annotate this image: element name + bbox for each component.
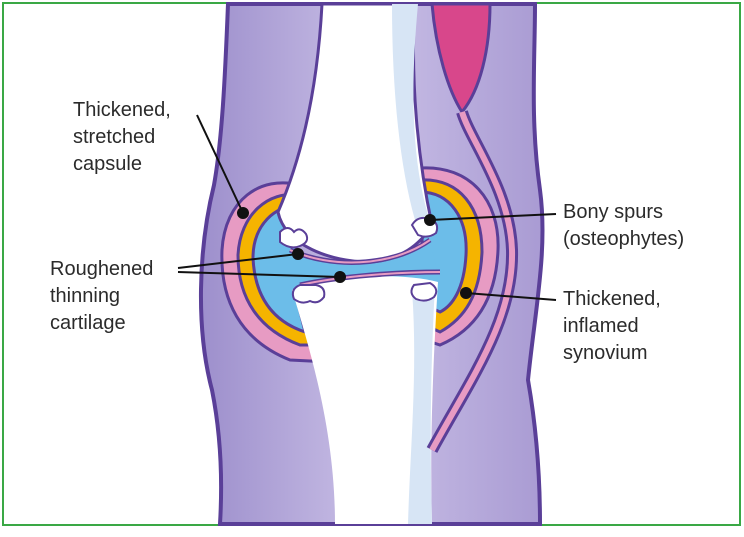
leader-spurs (429, 213, 557, 221)
leader-cartilage-upper (177, 253, 299, 269)
leader-capsule (196, 114, 244, 214)
leader-cartilage-lower (177, 271, 341, 278)
label-bony-spurs: Bony spurs(osteophytes) (563, 201, 685, 250)
osteophytes (279, 216, 439, 304)
muscle (430, 2, 492, 115)
periosteum (392, 4, 435, 524)
leader-synovium (465, 292, 557, 301)
tibia (292, 276, 438, 524)
